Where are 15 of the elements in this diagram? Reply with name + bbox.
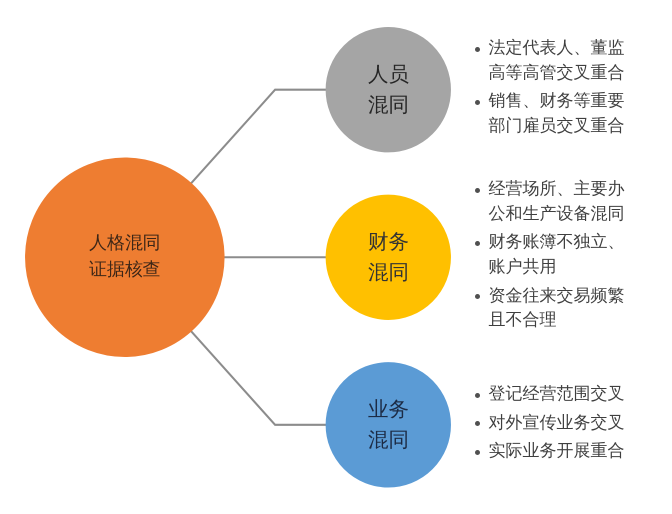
bullet-text: 财务账簿不独立、账户共用: [470, 230, 634, 280]
connector-line: [224, 256, 326, 258]
circle-node: 人员混同: [326, 27, 451, 152]
bullet-text: 法定代表人、董监高等高管交叉重合: [470, 36, 634, 86]
connector-line: [190, 88, 326, 184]
circle-node: 人格混同证据核查: [25, 158, 225, 358]
bullet-text: 实际业务开展重合: [470, 439, 634, 464]
bullet-text: 资金往来交易频繁且不合理: [470, 284, 634, 333]
connector-line: [190, 330, 326, 426]
bullet-text: 经营场所、主要办公和生产设备混同: [470, 177, 634, 226]
circle-node: 业务混同: [326, 362, 451, 488]
bullet-text: 销售、财务等重要部门雇员交叉重合: [470, 89, 634, 139]
bullet-text: 对外宣传业务交叉: [470, 410, 634, 436]
bullet-text: 登记经营范围交叉: [470, 382, 634, 407]
circle-node: 财务混同: [326, 194, 451, 320]
